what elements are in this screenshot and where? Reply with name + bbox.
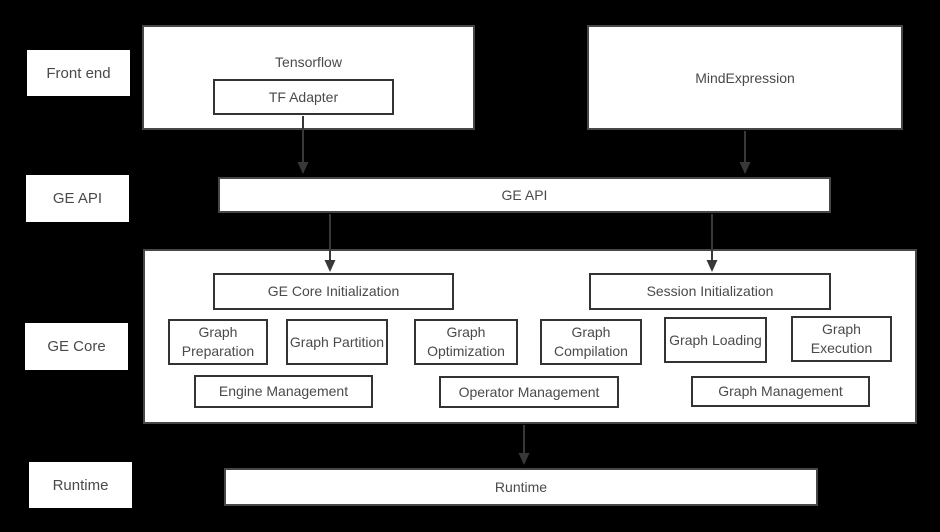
ge-api-bar: GE API [218,177,831,213]
graph-optimization-box: Graph Optimization [414,319,518,365]
graph-compilation-box: Graph Compilation [540,319,642,365]
graph-management-box: Graph Management [691,376,870,407]
graph-partition-box: Graph Partition [286,319,388,365]
tensorflow-box: Tensorflow TF Adapter [142,25,475,130]
engine-management-box: Engine Management [194,375,373,408]
graph-loading-box: Graph Loading [664,317,767,363]
row-label-front-end: Front end [27,50,130,96]
graph-preparation-box: Graph Preparation [168,319,268,365]
tf-adapter-box: TF Adapter [213,79,394,115]
row-label-runtime: Runtime [29,462,132,508]
row-label-ge-api: GE API [26,175,129,222]
tensorflow-title: Tensorflow [275,54,342,70]
row-label-ge-core: GE Core [25,323,128,370]
mindexpression-box: MindExpression [587,25,903,130]
ge-core-box: GE Core Initialization Session Initializ… [143,249,917,424]
session-initialization-box: Session Initialization [589,273,831,310]
graph-execution-box: Graph Execution [791,316,892,362]
arrow-mindexpression-to-ge-api [739,131,751,174]
operator-management-box: Operator Management [439,376,619,408]
arrow-ge-core-to-runtime [518,425,530,465]
ge-core-initialization-box: GE Core Initialization [213,273,454,310]
runtime-bar: Runtime [224,468,818,506]
